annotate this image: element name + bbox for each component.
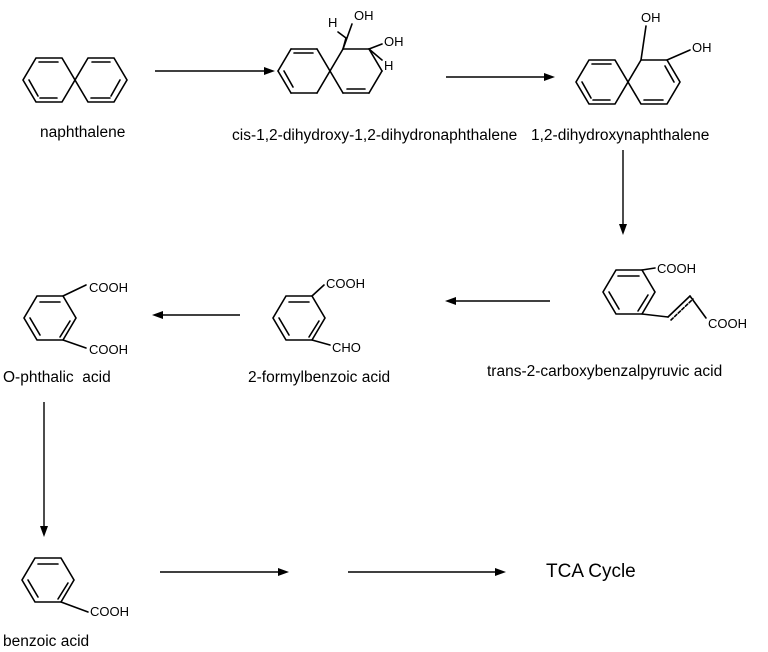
structure-formylbenzoic (272, 284, 331, 346)
atom-oh-4: OH (692, 40, 712, 55)
atom-cho: CHO (332, 340, 361, 355)
label-dihydroxynaphthalene: 1,2-dihydroxynaphthalene (531, 127, 709, 144)
label-benzoic: benzoic acid (3, 633, 89, 650)
structure-benzoic (21, 557, 89, 613)
arrow-5 (152, 311, 240, 319)
structure-carboxybenzalpyruvic (602, 267, 707, 321)
atom-cooh-6: COOH (90, 604, 129, 619)
structure-dihydroxynaphthalene (575, 25, 691, 105)
label-carboxybenzalpyruvic: trans-2-carboxybenzalpyruvic acid (487, 363, 722, 380)
label-tca-cycle: TCA Cycle (546, 561, 636, 582)
atom-cooh-3: COOH (326, 276, 365, 291)
arrow-8 (348, 568, 506, 576)
atom-cooh-2: COOH (708, 316, 747, 331)
atom-oh-3: OH (641, 10, 661, 25)
structure-naphthalene (22, 57, 128, 103)
arrow-7 (160, 568, 289, 576)
arrow-4 (445, 297, 550, 305)
atom-cooh-5: COOH (89, 342, 128, 357)
atom-h-1: H (328, 15, 337, 30)
atom-oh-2: OH (384, 34, 404, 49)
arrow-2 (446, 73, 555, 81)
arrow-3 (619, 150, 627, 235)
atom-oh-1: OH (354, 8, 374, 23)
atom-h-2: H (384, 58, 393, 73)
label-phthalic: O-phthalic acid (3, 369, 111, 386)
label-formylbenzoic: 2-formylbenzoic acid (248, 369, 390, 386)
structure-dihydrodiol (277, 23, 383, 94)
label-naphthalene: naphthalene (40, 124, 125, 141)
arrow-1 (155, 67, 275, 75)
atom-cooh-1: COOH (657, 261, 696, 276)
atom-cooh-4: COOH (89, 280, 128, 295)
arrow-6 (40, 402, 48, 537)
structure-phthalic (23, 284, 87, 349)
label-dihydrodiol: cis-1,2-dihydroxy-1,2-dihydronaphthalene (232, 127, 517, 144)
